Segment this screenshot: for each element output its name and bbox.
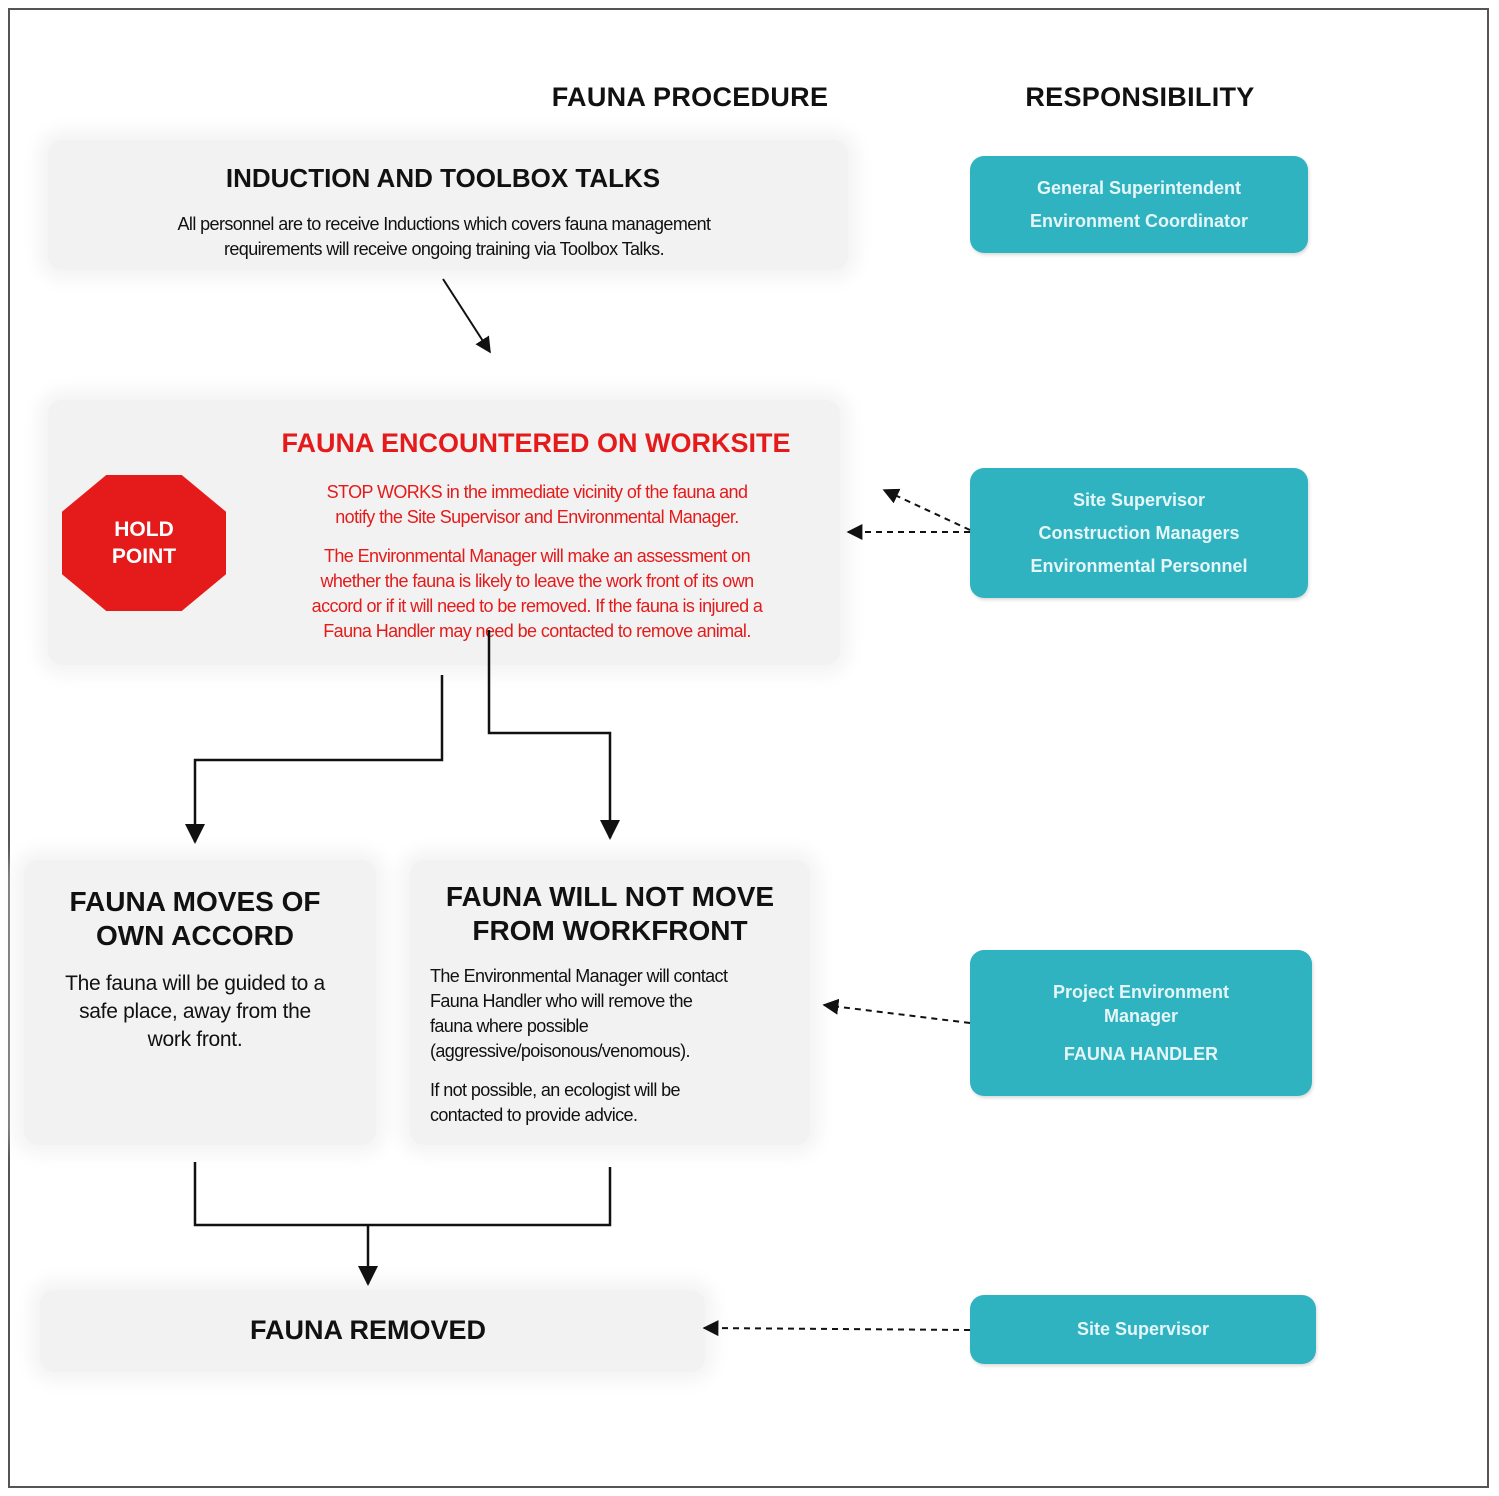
dashed-arrow-responsibility-1 (882, 488, 971, 531)
moves-panel (24, 860, 376, 1145)
responsibility-role: Construction Managers (1038, 522, 1240, 543)
arrow-encountered-to-not-move (487, 630, 620, 840)
arrow-encountered-to-moves (185, 675, 444, 844)
encountered-line: STOP WORKS in the immediate vicinity of … (326, 482, 748, 502)
encountered-line: accord or if it will need to be removed.… (311, 596, 763, 616)
not-move-text: The Environmental Manager will contact F… (430, 964, 802, 1128)
responsibility-box-encountered: Site Supervisor Construction Managers En… (970, 468, 1308, 598)
moves-title: FAUNA MOVES OF OWN ACCORD (40, 885, 350, 953)
induction-line: All personnel are to receive Inductions … (177, 214, 712, 234)
not-move-line: If not possible, an ecologist will be (430, 1080, 681, 1100)
procedure-header: FAUNA PROCEDURE (551, 82, 829, 112)
moves-title-line: FAUNA MOVES OF (69, 886, 321, 917)
encountered-instructions: STOP WORKS in the immediate vicinity of … (252, 480, 822, 644)
not-move-line: fauna where possible (430, 1016, 589, 1036)
encountered-line: The Environmental Manager will make an a… (323, 546, 751, 566)
not-move-line: (aggressive/poisonous/venomous). (430, 1041, 691, 1061)
responsibility-role: Site Supervisor (1072, 489, 1206, 510)
not-move-title-line: FROM WORKFRONT (472, 915, 748, 946)
removed-title: FAUNA REMOVED (249, 1315, 486, 1345)
moves-line: The fauna will be guided to a (65, 972, 325, 995)
encountered-line: notify the Site Supervisor and Environme… (335, 507, 739, 527)
moves-line: safe place, away from the (79, 1000, 311, 1023)
induction-title: INDUCTION AND TOOLBOX TALKS (225, 163, 661, 193)
encountered-line: whether the fauna is likely to leave the… (320, 571, 754, 591)
moves-line: work front. (147, 1028, 243, 1051)
diagram-frame (8, 8, 1489, 1488)
induction-line: requirements will receive ongoing traini… (224, 239, 665, 259)
responsibility-role: Manager (1103, 1006, 1179, 1026)
dashed-arrow-responsibility-3 (822, 998, 971, 1024)
responsibility-header: RESPONSIBILITY (1025, 82, 1255, 112)
not-move-line: The Environmental Manager will contact (430, 966, 728, 986)
responsibility-box-induction: General Superintendent Environment Coord… (970, 156, 1308, 253)
responsibility-role: General Superintendent (1036, 177, 1242, 198)
hold-point-stop-sign: HOLD POINT (62, 475, 226, 611)
arrow-induction-to-encountered (442, 278, 491, 354)
not-move-title: FAUNA WILL NOT MOVE FROM WORKFRONT (420, 880, 800, 948)
responsibility-role: FAUNA HANDLER (1063, 1044, 1219, 1064)
encountered-title: FAUNA ENCOUNTERED ON WORKSITE (281, 428, 791, 458)
moves-title-line: OWN ACCORD (95, 920, 295, 951)
responsibility-box-removed: Site Supervisor (970, 1295, 1316, 1364)
not-move-title-line: FAUNA WILL NOT MOVE (445, 881, 775, 912)
connector-moves-to-removed (193, 1162, 612, 1227)
removed-panel (40, 1290, 705, 1372)
induction-text: All personnel are to receive Inductions … (80, 212, 808, 262)
responsibility-box-not-move: Project Environment Manager FAUNA HANDLE… (970, 950, 1312, 1096)
not-move-panel (410, 860, 810, 1145)
induction-panel (48, 140, 848, 270)
hold-point-label: POINT (111, 545, 177, 568)
responsibility-role: Project Environment (1052, 982, 1230, 1002)
responsibility-role: Environmental Personnel (1030, 555, 1248, 576)
not-move-line: contacted to provide advice. (430, 1105, 638, 1125)
dashed-arrow-responsibility-4 (702, 1320, 971, 1337)
responsibility-role: Environment Coordinator (1029, 210, 1248, 231)
responsibility-role: Site Supervisor (1076, 1319, 1210, 1339)
not-move-line: Fauna Handler who will remove the (430, 991, 693, 1011)
hold-point-label: HOLD (114, 518, 174, 541)
moves-text: The fauna will be guided to a safe place… (40, 970, 350, 1054)
encountered-line: Fauna Handler may need be contacted to r… (323, 621, 751, 641)
